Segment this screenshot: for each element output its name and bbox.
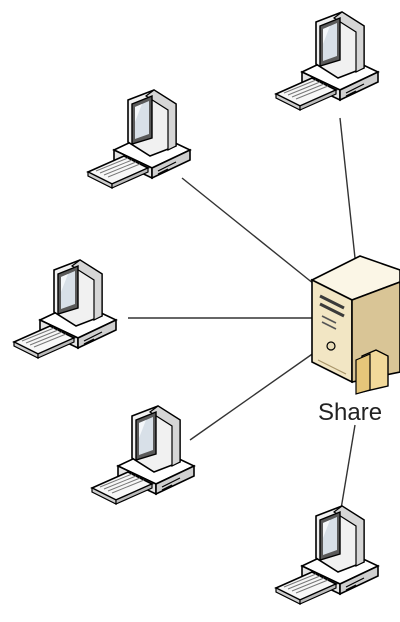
desktop-computer-icon — [91, 405, 195, 505]
link-lower-left — [189, 349, 319, 441]
server-label: Share — [318, 399, 382, 426]
desktop-computer-icon — [275, 11, 379, 111]
link-upper-left — [181, 177, 315, 285]
link-top-right — [339, 117, 356, 259]
desktop-computer-icon — [87, 89, 191, 189]
shared-folder-icon — [355, 349, 389, 395]
desktop-computer-icon — [275, 505, 379, 605]
connection-lines — [128, 117, 356, 516]
link-bottom-right — [339, 424, 356, 516]
desktop-computer-icon — [13, 259, 117, 359]
server-tower-icon — [310, 255, 400, 395]
